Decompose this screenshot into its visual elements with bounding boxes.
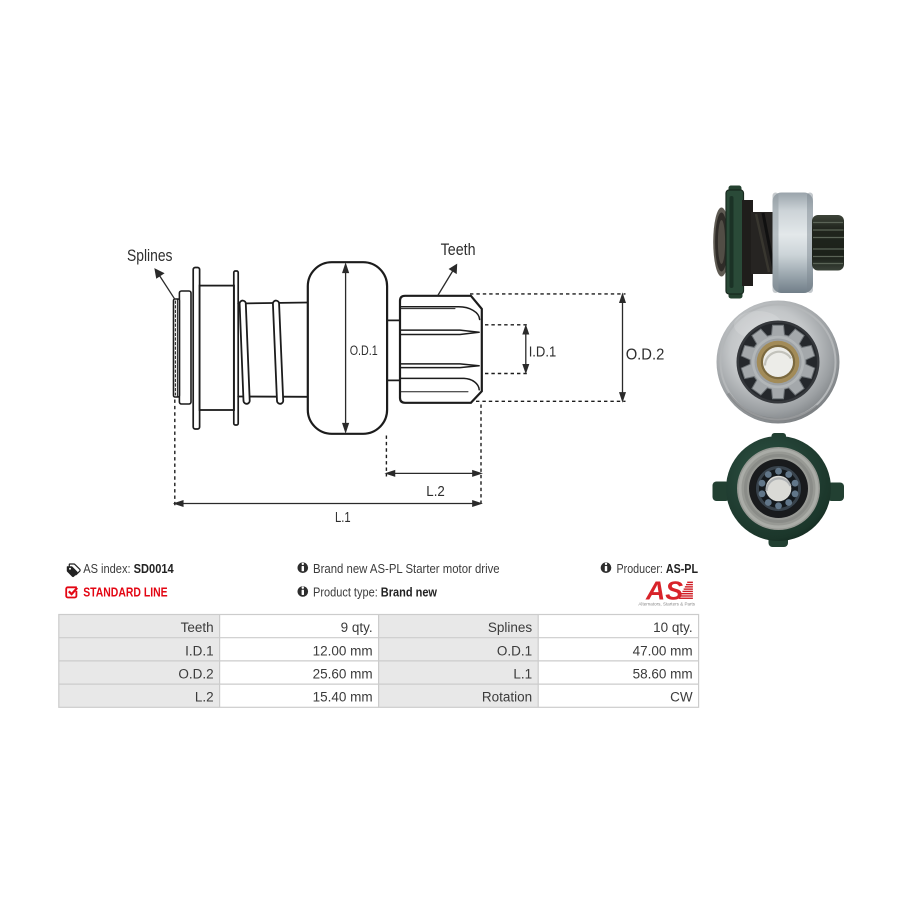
svg-text:Teeth: Teeth	[441, 240, 476, 259]
svg-text:Splines: Splines	[488, 620, 533, 635]
svg-text:CW: CW	[670, 690, 693, 705]
svg-text:25.60 mm: 25.60 mm	[313, 666, 373, 681]
svg-text:L.2: L.2	[426, 483, 445, 500]
svg-text:Alternators, Starters & Parts: Alternators, Starters & Parts	[638, 602, 695, 607]
svg-text:47.00 mm: 47.00 mm	[633, 643, 693, 658]
svg-text:STANDARD LINE: STANDARD LINE	[83, 586, 167, 600]
svg-text:L.1: L.1	[335, 509, 351, 526]
svg-text:Product type: Brand new: Product type: Brand new	[313, 586, 437, 600]
svg-text:L.2: L.2	[195, 690, 214, 705]
svg-text:L.1: L.1	[513, 666, 532, 681]
svg-text:O.D.1: O.D.1	[497, 643, 532, 658]
svg-text:I.D.1: I.D.1	[185, 643, 214, 658]
svg-text:58.60 mm: 58.60 mm	[633, 666, 693, 681]
svg-text:15.40 mm: 15.40 mm	[313, 690, 373, 705]
svg-text:Teeth: Teeth	[181, 620, 214, 635]
svg-text:AS: AS	[645, 576, 684, 606]
svg-text:O.D.1: O.D.1	[350, 343, 378, 358]
svg-text:AS index: SD0014: AS index: SD0014	[83, 562, 174, 576]
svg-text:O.D.2: O.D.2	[178, 666, 213, 681]
svg-text:Rotation: Rotation	[482, 690, 532, 705]
svg-text:Producer: AS-PL: Producer: AS-PL	[617, 562, 699, 576]
svg-text:Splines: Splines	[127, 246, 173, 265]
svg-text:12.00 mm: 12.00 mm	[313, 643, 373, 658]
svg-text:I.D.1: I.D.1	[529, 343, 557, 360]
svg-text:10 qty.: 10 qty.	[653, 620, 693, 635]
svg-text:9 qty.: 9 qty.	[341, 620, 373, 635]
svg-text:Brand new AS-PL Starter motor: Brand new AS-PL Starter motor drive	[313, 562, 500, 576]
svg-text:O.D.2: O.D.2	[626, 347, 665, 364]
